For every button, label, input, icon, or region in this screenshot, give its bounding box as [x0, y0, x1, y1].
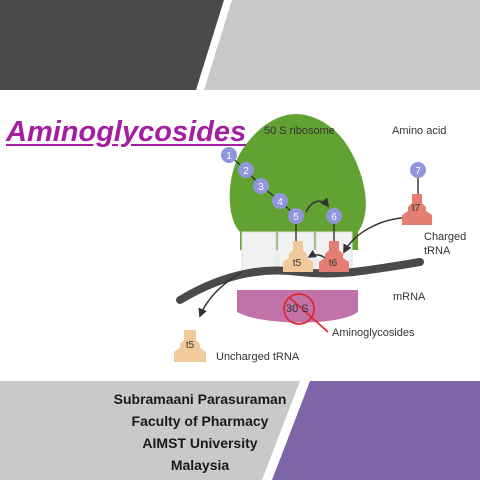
svg-text:4: 4 — [277, 197, 283, 208]
uncharged-trna: t5 — [174, 330, 206, 362]
charged-trna-t7: t7 — [402, 194, 432, 225]
header-dark-shape — [0, 0, 224, 90]
svg-text:6: 6 — [331, 212, 337, 223]
trna-exit-arrow — [198, 271, 243, 318]
trna-t5-shape — [283, 241, 313, 272]
charged-trna-label-line1: Charged — [424, 231, 466, 243]
amino-acid-bead: 5 — [288, 208, 304, 224]
aminoglycosides-label: Aminoglycosides — [332, 327, 415, 339]
peptide-transfer-arrow — [305, 197, 330, 213]
author-name: Subramaani Parasuraman — [113, 391, 287, 407]
trna-t6-label: t6 — [329, 258, 338, 269]
svg-text:2: 2 — [243, 166, 249, 177]
page-title: Aminoglycosides — [6, 116, 247, 148]
small-ribosome-subunit — [237, 290, 358, 323]
mrna-label: mRNA — [393, 291, 426, 303]
amino-acid-bead: 2 — [238, 162, 254, 178]
inhibition-icon — [283, 293, 315, 325]
translocation-arrow — [307, 249, 326, 259]
trna-t6: t6 — [319, 241, 349, 272]
header-light-shape — [204, 0, 480, 90]
amino-acid-bead: 6 — [326, 208, 342, 224]
trna-t7-label: t7 — [412, 203, 421, 214]
svg-text:3: 3 — [258, 182, 264, 193]
country-name: Malaysia — [170, 457, 230, 473]
ribosome-label: 50 S ribosome — [264, 125, 335, 137]
author-block: Subramaani Parasuraman Faculty of Pharma… — [100, 388, 300, 476]
footer-purple-shape — [272, 381, 480, 480]
trna-t5: t5 — [283, 241, 313, 272]
inhibition-slash — [289, 297, 329, 333]
university-name: AIMST University — [142, 435, 258, 451]
amino-acid-bead: 7 — [410, 162, 426, 178]
svg-text:5: 5 — [293, 212, 299, 223]
uncharged-trna-label: t5 — [186, 340, 195, 351]
amino-acid-bead: 1 — [221, 147, 237, 163]
charged-trna-label-line2: tRNA — [424, 245, 451, 257]
uncharged-trna-text: Uncharged tRNA — [216, 351, 300, 363]
svg-text:7: 7 — [415, 166, 421, 177]
svg-text:1: 1 — [226, 151, 232, 162]
amino-acid-label: Amino acid — [392, 125, 446, 137]
amino-acid-bead: 3 — [253, 178, 269, 194]
ribosome-diagram: t5 t6 1 2 3 4 5 — [174, 114, 466, 363]
uncharged-trna-shape — [174, 330, 206, 362]
small-subunit-label: 30 S — [286, 303, 309, 315]
faculty-name: Faculty of Pharmacy — [131, 413, 269, 429]
trna-t5-label: t5 — [293, 258, 302, 269]
trna-entry-arrow — [343, 217, 403, 254]
amino-acid-bead: 4 — [272, 193, 288, 209]
footer-light-shape — [0, 381, 300, 480]
trna-t6-shape — [319, 241, 349, 272]
trna-t7-shape — [402, 194, 432, 225]
